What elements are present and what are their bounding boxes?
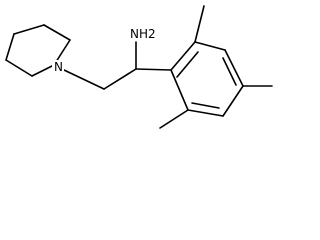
atom-labels: NH2 N [52, 27, 156, 74]
methyl-groups [159, 5, 273, 129]
benzene-ring [135, 41, 244, 117]
bond [135, 68, 172, 71]
amine-label: NH2 [130, 27, 156, 41]
bond [43, 24, 71, 41]
bond [191, 102, 220, 109]
molecule-structure: NH2 N [5, 5, 273, 129]
bond [194, 5, 205, 43]
amine-label-bg [129, 27, 151, 41]
bond [222, 57, 237, 86]
bond [63, 69, 105, 90]
bond [159, 109, 189, 129]
bond [170, 41, 196, 71]
nitrogen-label-bg [52, 60, 64, 74]
structure-canvas: NH2 N [0, 0, 278, 135]
bond [103, 68, 137, 90]
bond [170, 69, 189, 111]
bond [222, 85, 244, 117]
bond [176, 51, 199, 78]
pyrrolidine-ring [5, 24, 71, 77]
bond [5, 59, 33, 77]
nitrogen-label: N [54, 60, 63, 74]
bond [13, 24, 45, 35]
bond [187, 109, 224, 117]
bond [194, 41, 226, 51]
ethyl-chain [63, 41, 137, 90]
bond [5, 33, 15, 61]
bond [224, 49, 244, 87]
bond [31, 64, 55, 77]
